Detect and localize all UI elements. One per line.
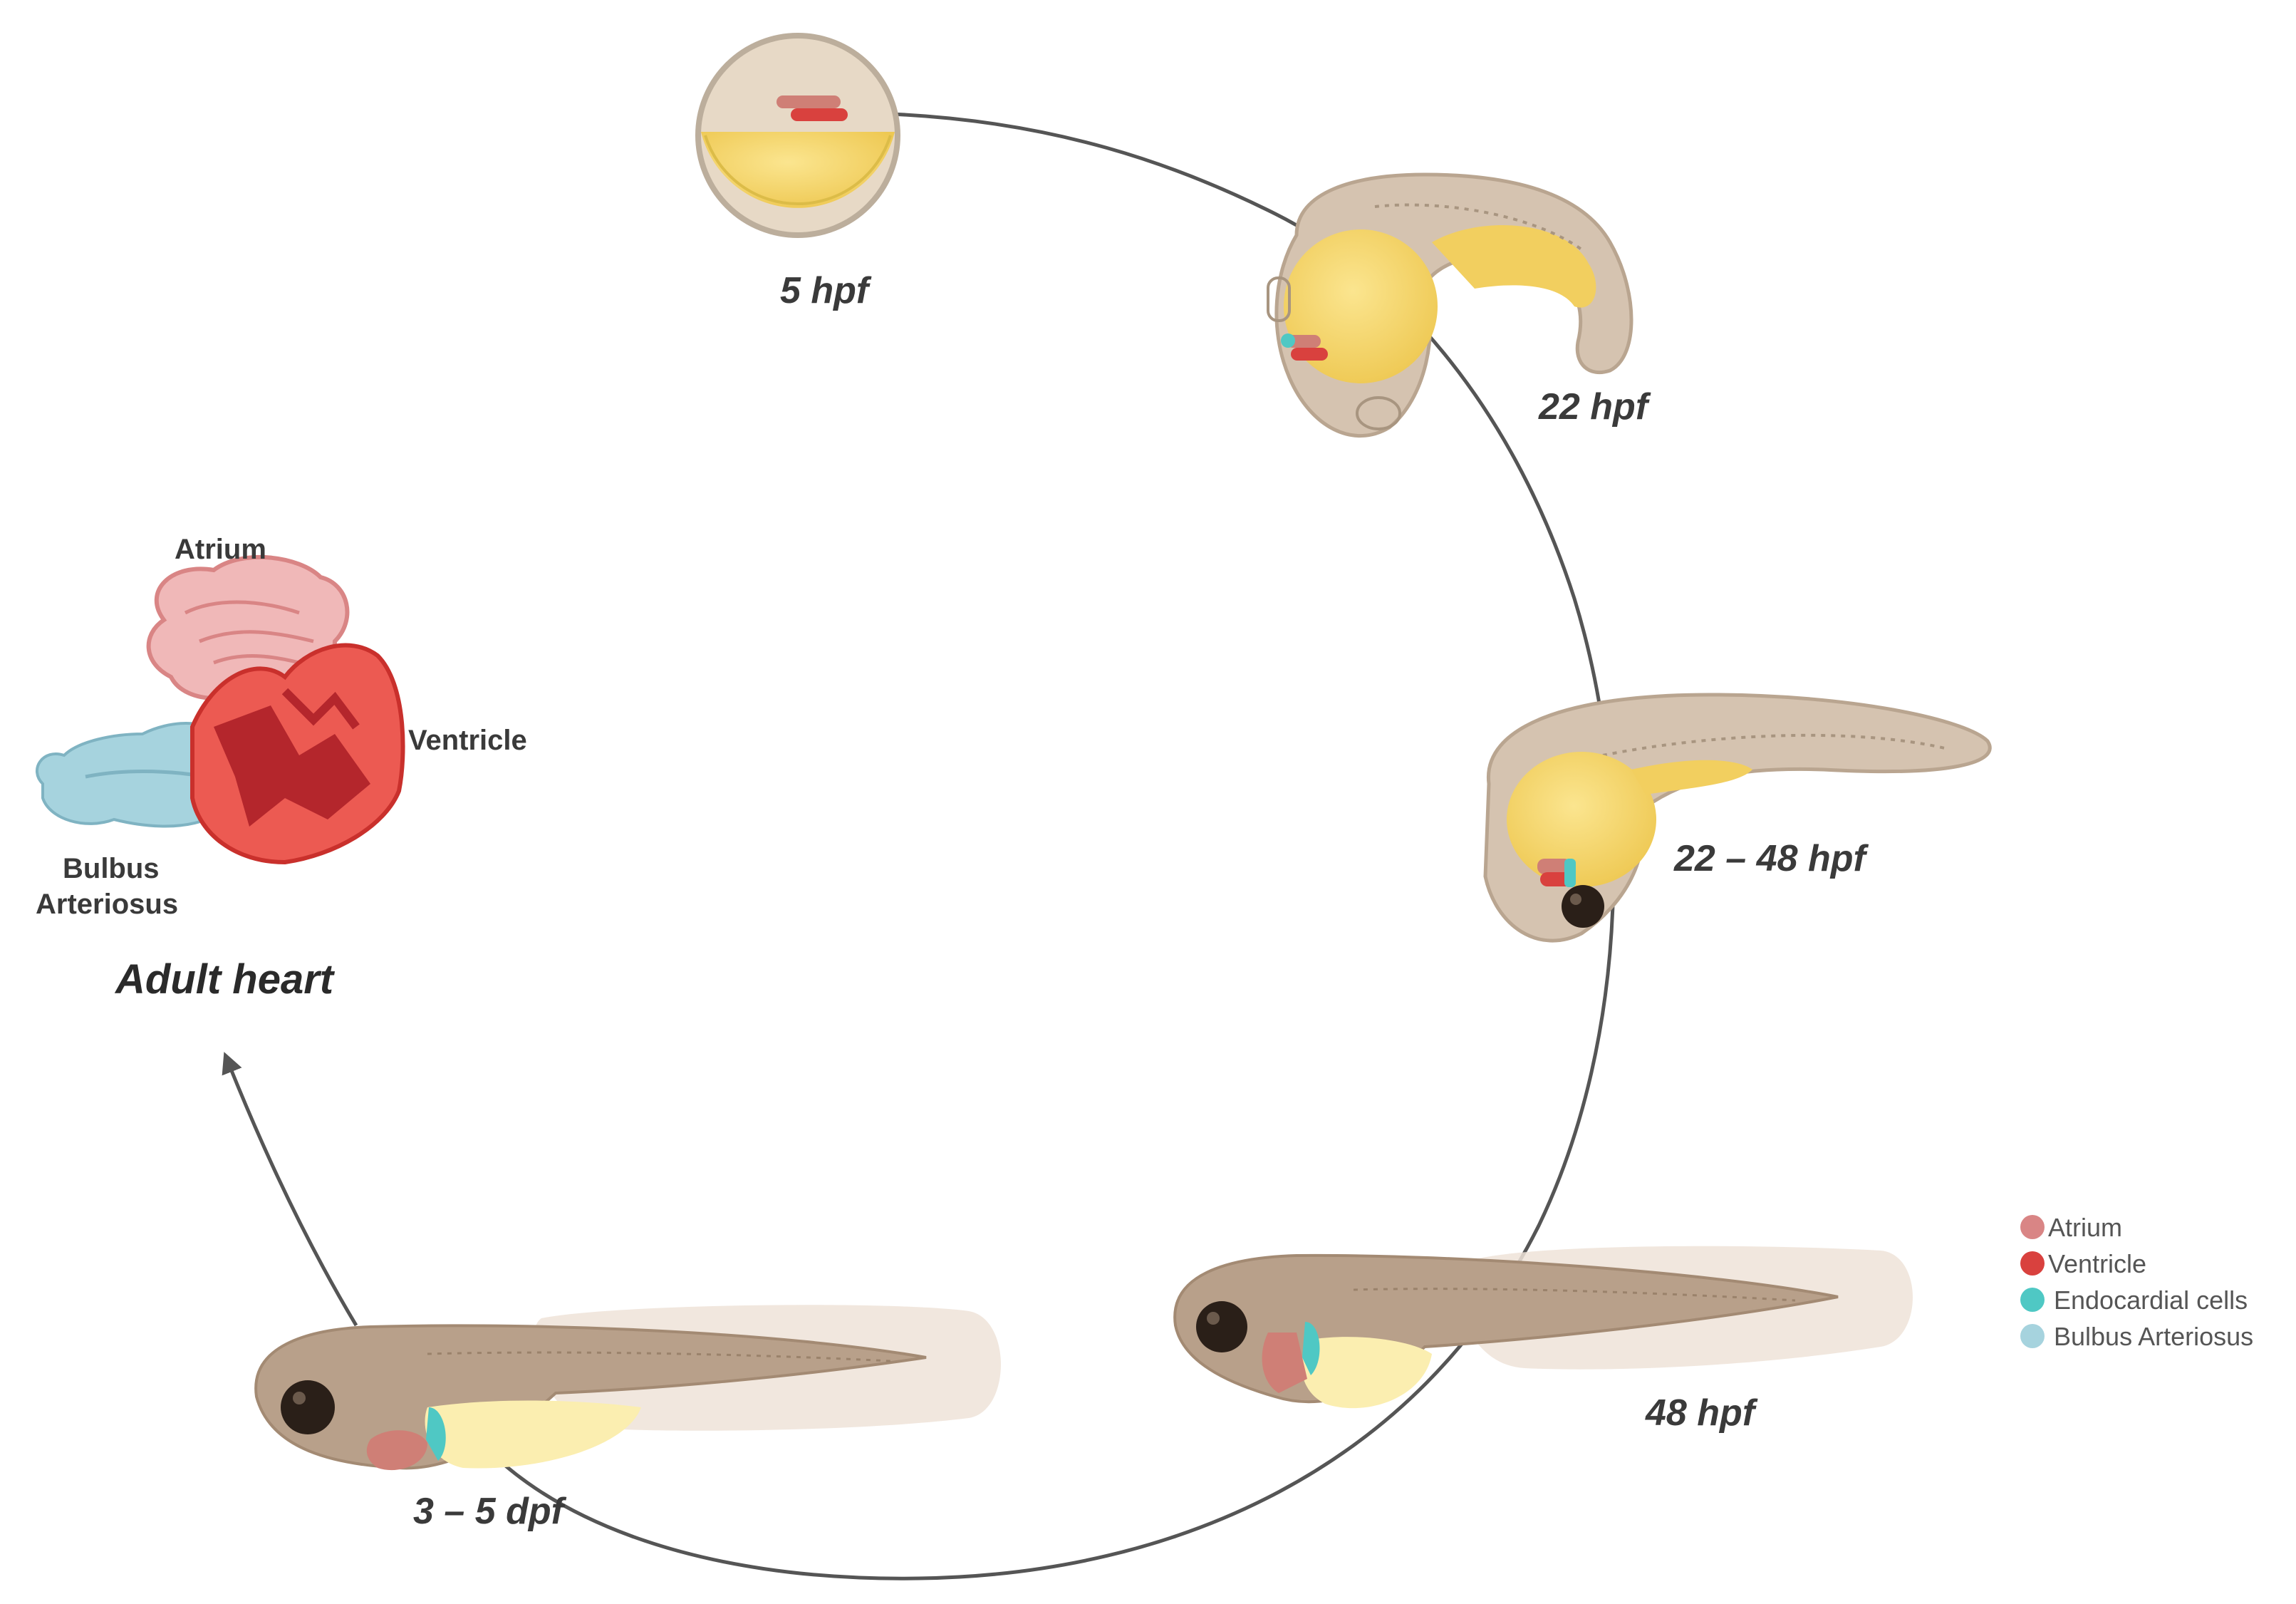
stage-label-22-48hpf: 22 – 48 hpf [1673,838,1869,879]
embryo-22hpf [1267,172,1633,438]
stage-label-3-5dpf: 3 – 5 dpf [413,1491,567,1532]
stage-label-22hpf: 22 hpf [1538,386,1651,428]
heart-label-arteriosus: Arteriosus [36,889,178,920]
cycle-path [454,112,1616,1580]
legend-swatch-endocardial [2020,1288,2045,1312]
adult-heart-caption: Adult heart [114,956,336,1003]
adult-heart [35,554,405,865]
heart-label-ventricle: Ventricle [408,725,527,756]
larva-48hpf [1173,1246,1913,1409]
heart-label-bulbus: Bulbus [63,853,160,884]
legend-swatch-atrium [2020,1215,2045,1239]
embryo-22-48hpf [1483,693,1992,943]
legend-label-atrium: Atrium [2048,1213,2122,1242]
embryo-5hpf [695,33,900,238]
larva-3-5dpf [254,1305,1001,1471]
stage-label-48hpf: 48 hpf [1645,1392,1758,1434]
legend-swatch-ventricle [2020,1251,2045,1276]
legend-label-bulbus: Bulbus Arteriosus [2054,1322,2253,1351]
heart-label-atrium: Atrium [175,534,266,565]
legend-label-ventricle: Ventricle [2048,1249,2146,1278]
legend-label-endocardial: Endocardial cells [2054,1285,2248,1315]
legend: Atrium Ventricle Endocardial cells Bulbu… [2020,1213,2253,1351]
legend-swatch-bulbus [2020,1324,2045,1348]
stage-label-5hpf: 5 hpf [780,270,872,311]
cycle-arrow [222,1052,358,1327]
